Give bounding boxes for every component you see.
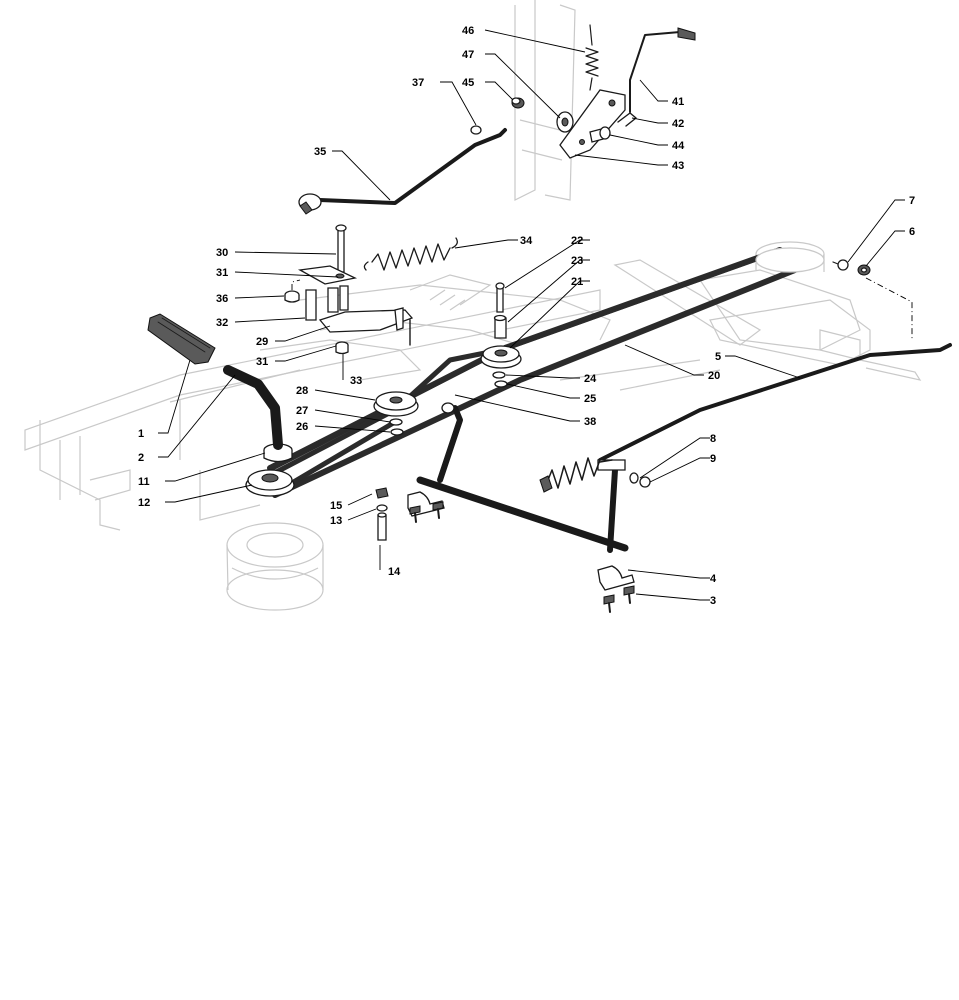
callout-4: 4 xyxy=(710,573,717,585)
callout-34: 34 xyxy=(520,235,533,247)
callout-43: 43 xyxy=(672,160,684,172)
nut-45 xyxy=(511,97,525,109)
idler-pulley-21 xyxy=(480,345,522,369)
callout-30: 30 xyxy=(216,247,228,259)
nut-26 xyxy=(390,428,404,436)
screw-3a xyxy=(603,594,615,613)
clamp-screw-left xyxy=(409,505,421,523)
spacer-23 xyxy=(493,314,507,339)
alignment-dashline-36 xyxy=(291,279,301,290)
callout-31-lower: 31 xyxy=(256,356,268,368)
callout-25: 25 xyxy=(584,393,596,405)
bolt-22 xyxy=(495,282,505,313)
callout-2: 2 xyxy=(138,452,144,464)
callout-27: 27 xyxy=(296,405,308,417)
screw-3b xyxy=(623,585,635,604)
callout-12: 12 xyxy=(138,497,150,509)
callout-5: 5 xyxy=(715,351,721,363)
callout-47: 47 xyxy=(462,49,474,61)
callout-45: 45 xyxy=(462,77,474,89)
callout-22: 22 xyxy=(571,235,583,247)
cross-shaft xyxy=(416,476,629,552)
clip-42 xyxy=(617,112,637,127)
callout-labels: 46 47 45 37 41 42 44 43 35 30 34 22 23 2… xyxy=(138,25,915,607)
bushing-36 xyxy=(284,290,300,303)
callout-1: 1 xyxy=(138,428,144,440)
bolt-30 xyxy=(335,224,347,273)
callout-14: 14 xyxy=(388,566,401,578)
washer-13 xyxy=(376,504,388,512)
callout-37: 37 xyxy=(412,77,424,89)
callout-7: 7 xyxy=(909,195,915,207)
callout-46: 46 xyxy=(462,25,474,37)
washer-47 xyxy=(556,111,574,133)
pedal-pad-1 xyxy=(147,313,216,365)
spring-46 xyxy=(585,24,599,91)
spring-8 xyxy=(539,457,613,493)
chassis-frame-ghost xyxy=(24,0,922,611)
sleeve-32 xyxy=(305,285,349,321)
pedal-arm-2 xyxy=(223,365,283,450)
washer-9 xyxy=(629,472,651,488)
lever-41 xyxy=(629,27,696,113)
clamp-screw-right xyxy=(432,501,444,519)
callout-35: 35 xyxy=(314,146,326,158)
clip-7 xyxy=(832,259,849,271)
callout-6: 6 xyxy=(909,226,915,238)
bracket-31 xyxy=(297,265,358,285)
callout-41: 41 xyxy=(672,96,684,108)
main-drive-pulley xyxy=(245,469,295,497)
shift-lever-38 xyxy=(437,402,463,483)
bracket-plate-43 xyxy=(559,89,626,159)
clip-37 xyxy=(470,125,482,135)
spacer-33 xyxy=(335,341,349,355)
callout-31-upper: 31 xyxy=(216,267,228,279)
callout-15: 15 xyxy=(330,500,342,512)
callout-13: 13 xyxy=(330,515,342,527)
callout-8: 8 xyxy=(710,433,716,445)
callout-36: 36 xyxy=(216,293,228,305)
callout-20: 20 xyxy=(708,370,720,382)
spring-34 xyxy=(363,237,458,271)
callout-23: 23 xyxy=(571,255,583,267)
callout-38: 38 xyxy=(584,416,596,428)
pivot-lever xyxy=(597,459,626,553)
clip-15 xyxy=(375,487,389,499)
callout-26: 26 xyxy=(296,421,308,433)
callout-9: 9 xyxy=(710,453,716,465)
leader-lines xyxy=(158,29,905,601)
alignment-dashline-6 xyxy=(865,277,913,340)
washer-24 xyxy=(492,371,506,379)
idler-pulley-28 xyxy=(373,391,419,417)
pin-44 xyxy=(589,126,611,143)
tension-arm-29 xyxy=(318,307,414,346)
control-rod-5 xyxy=(598,343,952,462)
callout-21: 21 xyxy=(571,276,583,288)
clamp-4 xyxy=(597,565,635,591)
nut-25 xyxy=(494,380,508,388)
callout-24: 24 xyxy=(584,373,597,385)
callout-28: 28 xyxy=(296,385,308,397)
pin-14 xyxy=(377,512,387,541)
callout-32: 32 xyxy=(216,317,228,329)
pulley-spacer xyxy=(263,443,293,463)
callout-42: 42 xyxy=(672,118,684,130)
washer-27 xyxy=(389,418,403,426)
callout-44: 44 xyxy=(672,140,685,152)
callout-11: 11 xyxy=(138,476,150,488)
transmission-pulley xyxy=(755,247,825,273)
washer-6 xyxy=(857,264,871,276)
control-rod-35 xyxy=(298,128,507,215)
callout-33: 33 xyxy=(350,375,362,387)
callout-3: 3 xyxy=(710,595,716,607)
callout-29: 29 xyxy=(256,336,268,348)
